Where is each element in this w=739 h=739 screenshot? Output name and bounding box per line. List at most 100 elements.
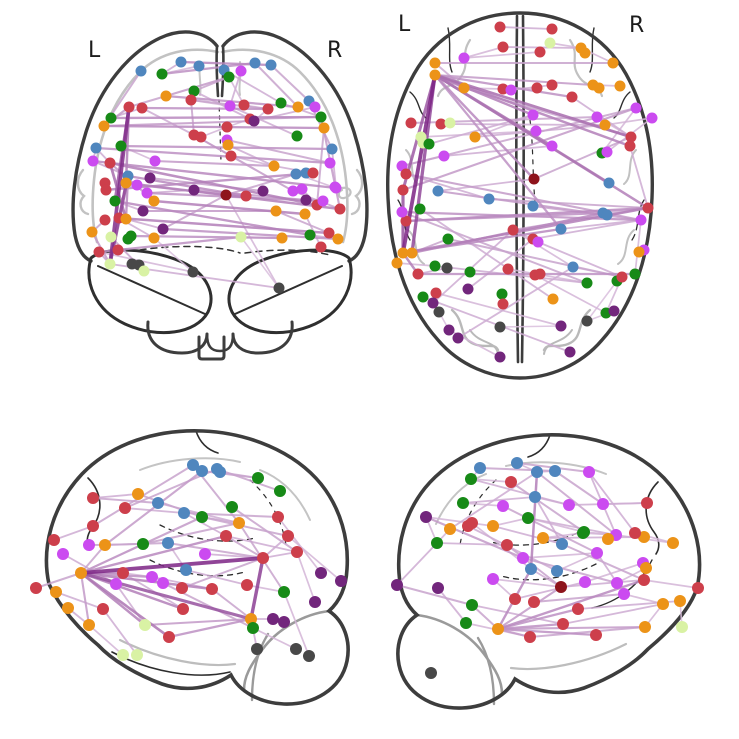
connectome-node [148,195,160,207]
connectome-node [601,209,613,221]
connectome-node [83,619,95,631]
connectome-node [270,205,282,217]
connectome-edge [216,468,281,492]
connectome-node [241,579,253,591]
connectome-node [624,140,636,152]
connectome-node [572,603,584,615]
connectome-node [458,52,470,64]
connectome-node [566,91,578,103]
connectome-edge [467,238,534,290]
connectome-node [110,578,122,590]
connectome-node [530,125,542,137]
connectome-edge [502,505,598,554]
connectome-node [275,97,287,109]
connectome-node [265,59,277,71]
connectome-node [505,476,517,488]
connectome-node [187,459,199,471]
connectome-edge [254,62,299,108]
connectome-edge [225,535,264,559]
connectome-node [187,266,199,278]
connectome-node [97,603,109,615]
connectome-edge [433,73,563,231]
connectome-node [641,497,653,509]
connectome-node [494,21,506,33]
connectome-node [425,667,437,679]
connectome-node [324,157,336,169]
connectome-edge [488,198,649,209]
nodes-sagittal-left [30,459,347,662]
connectome-node [123,101,135,113]
connectome-node [307,167,319,179]
connectome-edge [153,159,276,168]
connectome-edge [527,517,617,536]
connectome-node [502,263,514,275]
connectome-edge [79,571,214,591]
connectome-node [221,121,233,133]
connectome-node [323,227,335,239]
connectome-node [318,122,330,134]
connectome-node [642,202,654,214]
connectome-node [193,60,205,72]
connectome-node [420,511,432,523]
connectome-node [162,537,174,549]
connectome-edge [283,591,310,657]
connectome-node [414,203,426,215]
connectome-node [315,241,327,253]
connectome-node [525,563,537,575]
connectome-node [532,236,544,248]
connectome-node [423,138,435,150]
edges-coronal [90,60,342,289]
connectome-node [287,185,299,197]
connectome-node [251,643,263,655]
connectome-edge [586,280,618,322]
connectome-node [391,579,403,591]
connectome-edge [512,229,574,268]
connectome-node [117,649,129,661]
connectome-node [579,47,591,59]
connectome-edge [437,178,535,192]
connectome-edge [142,522,240,545]
connectome-node [163,631,175,643]
connectome-node [616,271,628,283]
connectome-edge [140,106,270,111]
connectome-node [152,497,164,509]
connectome-edge [401,211,588,284]
connectome-edge [534,496,563,545]
connectome-node [462,283,474,295]
connectome-node [466,599,478,611]
connectome-node [144,172,156,184]
connectome-edge [447,238,623,278]
connectome-node [657,598,669,610]
connectome-node [640,562,652,574]
connectome-node [317,195,329,207]
connectome-node [188,85,200,97]
connectome-node [441,262,453,274]
connectome-node [460,617,472,629]
connectome-node [252,472,264,484]
connectome-node [335,575,347,587]
connectome-edge [510,481,585,533]
connectome-edge [167,542,264,559]
connectome-edge [229,105,298,137]
connectome-node [507,224,519,236]
connectome-node [635,214,647,226]
view-sagittal-right [391,433,704,710]
connectome-node [522,512,534,524]
connectome-node [87,155,99,167]
connectome-node [564,346,576,358]
connectome-edge [183,512,227,537]
connectome-node [546,23,558,35]
connectome-edge [211,588,252,620]
connectome-node [492,623,504,635]
connectome-node [567,261,579,273]
connectome-edge [102,608,138,656]
connectome-edge [536,471,617,536]
connectome-edge [433,73,536,181]
connectome-edge [533,136,632,180]
connectome-edge [440,123,606,126]
connectome-node [429,69,441,81]
connectome-edge [103,469,204,547]
connectome-node [494,351,506,363]
connectome-edge [79,571,253,621]
